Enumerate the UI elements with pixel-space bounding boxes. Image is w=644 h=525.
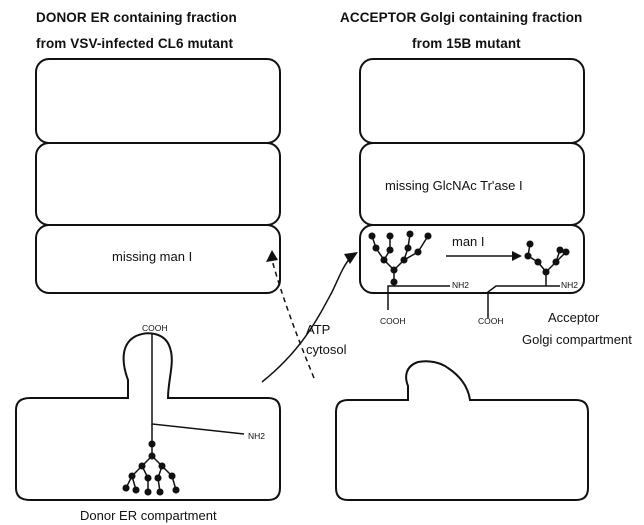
donor-cooh-label: COOH [142,323,168,333]
acceptor-left-cooh-label: COOH [380,316,406,326]
acceptor-compartment-label-line1: Acceptor [548,310,600,325]
donor-nh2-label: NH2 [248,431,266,441]
acceptor-right-nh2-label: NH2 [561,280,579,290]
transport-cytosol-label: cytosol [306,342,347,357]
solid-arrow-to-acceptor [261,257,351,383]
acceptor-glycoprotein-left [368,230,450,310]
dashed-arrowhead [266,250,278,262]
acceptor-left-nh2-label: NH2 [452,280,470,290]
donor-cisterna-label: missing man I [112,249,193,264]
donor-cisterna-middle [35,142,281,226]
donor-cisterna-bottom [35,224,281,294]
donor-glycan-tree [122,440,180,496]
donor-protein-chain [151,334,245,435]
acceptor-golgi-compartment [335,360,589,501]
dashed-arrow-to-donor [271,259,315,379]
acceptor-compartment-label-line2: Golgi compartment [522,332,632,347]
acceptor-glycoprotein-right [487,240,570,318]
acceptor-right-cooh-label: COOH [478,316,504,326]
donor-compartment-label: Donor ER compartment [80,508,217,523]
donor-title-line1: DONOR ER containing fraction [36,10,237,25]
acceptor-title-line2: from 15B mutant [412,36,521,51]
acceptor-title-line1: ACCEPTOR Golgi containing fraction [340,10,583,25]
donor-cisterna-top [35,58,281,144]
acceptor-cisterna-label: missing GlcNAc Tr'ase I [385,178,523,193]
man-i-arrowhead [512,251,522,261]
transport-atp-label: ATP [306,322,331,337]
man-i-label: man I [452,234,485,249]
donor-er-compartment [15,332,281,501]
donor-title-line2: from VSV-infected CL6 mutant [36,36,234,51]
solid-arrowhead [344,252,358,264]
